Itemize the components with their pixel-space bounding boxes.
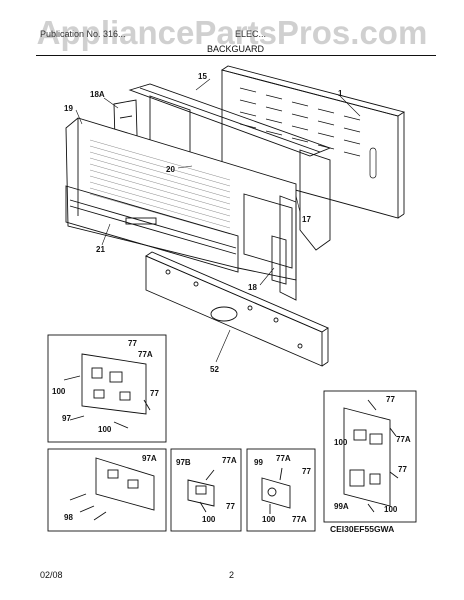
console-trim [65, 185, 239, 273]
right-end-bracket [271, 195, 297, 301]
publication-number: Publication No. 316... [40, 29, 126, 39]
callout-20: 20 [166, 165, 175, 174]
callout-99A: 99A [334, 502, 349, 511]
callout-77A: 77A [138, 350, 153, 359]
callout-1: 1 [338, 89, 343, 98]
callout-97: 97 [62, 414, 71, 423]
model-code: CEI30EF55GWA [330, 524, 395, 534]
lower-rear-panel [145, 251, 329, 367]
callout-77A: 77A [396, 435, 411, 444]
callout-97A: 97A [142, 454, 157, 463]
callout-19: 19 [64, 104, 73, 113]
callout-99: 99 [254, 458, 263, 467]
callout-98: 98 [64, 513, 73, 522]
callout-77A: 77A [222, 456, 237, 465]
callout-100: 100 [262, 515, 276, 524]
model-series: ELEC... [235, 29, 267, 39]
header-rule [36, 55, 436, 56]
callout-100: 100 [334, 438, 348, 447]
inset-panel-99 [246, 448, 316, 532]
callout-100: 100 [52, 387, 66, 396]
callout-21: 21 [96, 245, 105, 254]
callout-77: 77 [128, 339, 137, 348]
callout-77: 77 [386, 395, 395, 404]
callout-17: 17 [302, 215, 311, 224]
leader-lines [75, 78, 361, 363]
callout-77: 77 [226, 502, 235, 511]
inset-panel-97 [47, 334, 167, 443]
callout-77A: 77A [292, 515, 307, 524]
callout-100: 100 [384, 505, 398, 514]
callout-18A: 18A [90, 90, 105, 99]
callout-77: 77 [150, 389, 159, 398]
callout-77: 77 [302, 467, 311, 476]
callout-18: 18 [248, 283, 257, 292]
callout-15: 15 [198, 72, 207, 81]
callout-77A: 77A [276, 454, 291, 463]
callout-100: 100 [202, 515, 216, 524]
footer-date: 02/08 [40, 570, 63, 580]
callout-77: 77 [398, 465, 407, 474]
page-number: 2 [229, 570, 235, 580]
inset-panel-99A [323, 390, 417, 523]
callout-labels: 1 15 18A 19 20 17 21 18 52 77 77A 100 77… [52, 72, 411, 524]
inset-panel-98 [47, 448, 167, 532]
inset-panel-97B [170, 448, 242, 532]
watermark-logo: AppliancePartsPros.com [36, 14, 428, 51]
callout-52: 52 [210, 365, 219, 374]
callout-100: 100 [98, 425, 112, 434]
page-title: BACKGUARD [207, 44, 265, 54]
callout-97B: 97B [176, 458, 191, 467]
